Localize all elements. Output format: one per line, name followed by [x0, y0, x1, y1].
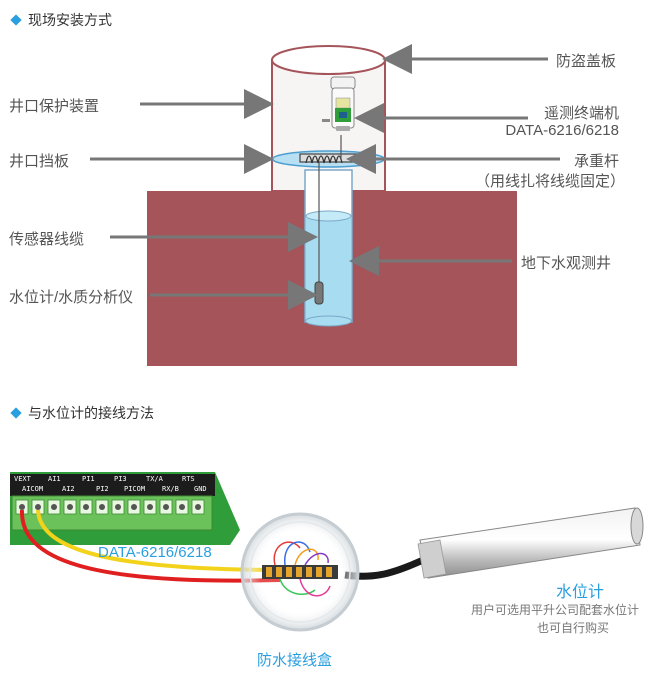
label-groundwater-well: 地下水观测井 — [521, 255, 612, 272]
label-well-baffle: 井口挡板 — [9, 153, 70, 170]
terminal-label: PI3 — [114, 475, 127, 483]
label-bearing-rod: 承重杆 — [573, 153, 619, 170]
cable-tie-coil — [305, 155, 343, 164]
well-water — [306, 216, 351, 321]
terminal-label: PICOM — [124, 485, 146, 493]
label-terminal-model: DATA-6216/6218 — [98, 544, 212, 561]
diamond-bullet-icon — [10, 407, 22, 419]
terminal-label: RX/B — [162, 485, 179, 493]
gauge-cable — [344, 553, 432, 580]
section-title-wiring: 与水位计的接线方法 — [10, 403, 154, 423]
terminal-label: GND — [194, 485, 207, 493]
installation-diagram — [90, 44, 560, 366]
label-terminal-name: 遥测终端机 — [543, 105, 619, 122]
terminal-label: AI1 — [48, 475, 61, 483]
section-title-text: 与水位计的接线方法 — [28, 405, 154, 421]
terminal-bottom-labels: AICOM AI2 PI2 PICOM RX/B GND — [12, 485, 212, 495]
terminal-top-labels: VEXT AI1 PI1 PI3 TX/A RTS — [12, 475, 212, 485]
label-terminal-model: DATA-6216/6218 — [505, 122, 619, 139]
yellow-wire — [36, 509, 286, 572]
terminal-label: AI2 — [62, 485, 75, 493]
water-level-probe — [314, 281, 324, 305]
label-gauge-note-2: 也可自行购买 — [536, 621, 609, 635]
label-well-protection: 井口保护装置 — [9, 98, 100, 115]
terminal-label: TX/A — [146, 475, 163, 483]
label-anti-theft-cover: 防盗盖板 — [556, 53, 617, 70]
section-title-text: 现场安装方式 — [28, 12, 112, 28]
terminal-label: AICOM — [22, 485, 44, 493]
terminal-label: RTS — [182, 475, 195, 483]
terminal-label: VEXT — [14, 475, 31, 483]
junction-box — [240, 512, 360, 632]
label-junction-box: 防水接线盒 — [257, 652, 333, 669]
telemetry-terminal-device — [322, 76, 356, 131]
label-water-level-meter: 水位计/水质分析仪 — [9, 289, 134, 306]
label-sensor-cable: 传感器线缆 — [9, 231, 85, 248]
terminal-label: PI2 — [96, 485, 109, 493]
label-bearing-rod-note: （用线扎将线缆固定） — [474, 173, 625, 190]
section-title-installation: 现场安装方式 — [10, 10, 112, 30]
terminal-label: PI1 — [82, 475, 95, 483]
label-gauge-note-1: 用户可选用平升公司配套水位计 — [470, 603, 639, 617]
water-level-gauge — [417, 507, 644, 579]
anti-theft-cover-top — [271, 45, 386, 75]
label-water-gauge: 水位计 — [556, 584, 605, 601]
